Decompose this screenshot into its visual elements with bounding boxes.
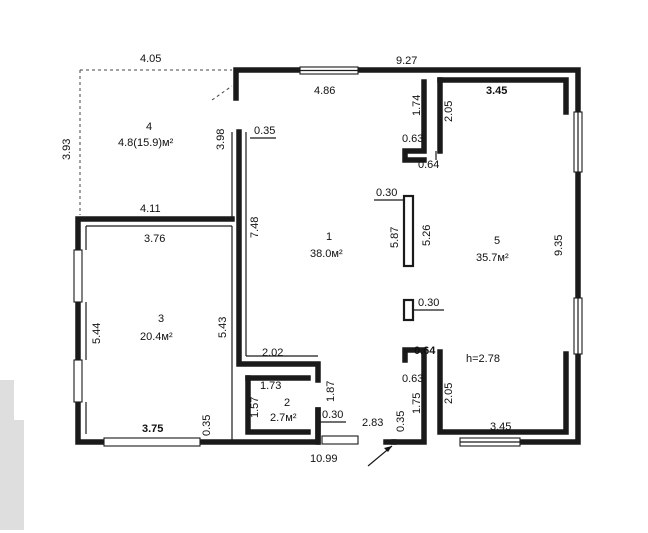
dimension-labels: 4.05 9.27 4.86 3.93 3.98 0.35 4.11 3.76 … xyxy=(61,53,565,465)
dim-064-b: 0.64 xyxy=(414,345,436,357)
room-5-number: 5 xyxy=(494,235,500,247)
dim-411: 4.11 xyxy=(140,203,161,215)
dim-935: 9.35 xyxy=(553,235,565,256)
pillar-center xyxy=(402,194,415,268)
dim-544: 5.44 xyxy=(91,323,103,344)
dim-543: 5.43 xyxy=(217,317,229,338)
room-labels: 1 38.0м² 2 2.7м² 3 20.4м² 4 4.8(15.9)м² … xyxy=(118,121,509,424)
room-4-number: 4 xyxy=(146,121,152,133)
dim-157: 1.57 xyxy=(249,397,261,418)
dim-587: 5.87 xyxy=(389,227,401,248)
dim-1099: 10.99 xyxy=(310,453,338,465)
dim-063-b: 0.63 xyxy=(402,373,423,385)
walls xyxy=(75,67,581,445)
dim-345-b: 3.45 xyxy=(490,421,511,433)
dim-283: 2.83 xyxy=(362,417,383,429)
room-3-area: 20.4м² xyxy=(140,331,173,343)
dim-030-p2: 0.30 xyxy=(418,297,439,309)
pillar-small xyxy=(402,298,415,322)
dim-diag: 3.98 xyxy=(215,129,227,150)
dim-345-t: 3.45 xyxy=(486,85,507,97)
dim-187: 1.87 xyxy=(325,381,337,402)
dim-top-window: 4.86 xyxy=(314,85,335,97)
dim-030-p1: 0.30 xyxy=(376,187,397,199)
scan-noise xyxy=(0,380,24,530)
dim-035-bl: 0.35 xyxy=(201,415,213,436)
dim-030-b: 0.30 xyxy=(322,409,343,421)
room-1-number: 1 xyxy=(326,231,332,243)
dim-173: 1.73 xyxy=(260,380,281,392)
dim-063-t: 0.63 xyxy=(402,133,423,145)
dim-top-right: 9.27 xyxy=(396,55,417,67)
dim-035-top: 0.35 xyxy=(254,125,275,137)
dim-526: 5.26 xyxy=(421,225,433,246)
dim-064-t: 0.64 xyxy=(418,159,439,171)
room-3-number: 3 xyxy=(158,313,164,325)
dim-748: 7.48 xyxy=(249,217,261,238)
room-5-area: 35.7м² xyxy=(476,252,509,264)
room-2-number: 2 xyxy=(284,397,290,409)
room-2-area: 2.7м² xyxy=(270,412,297,424)
window-left-upper xyxy=(73,249,83,303)
dim-175: 1.75 xyxy=(411,393,423,414)
dim-376: 3.76 xyxy=(144,233,165,245)
wall-inner-lines xyxy=(85,132,437,442)
dim-205-t: 2.05 xyxy=(443,101,455,122)
window-left-lower xyxy=(73,359,83,403)
terrace-outline xyxy=(79,69,233,215)
room-4-area: 4.8(15.9)м² xyxy=(118,137,174,149)
dim-174: 1.74 xyxy=(411,95,423,116)
windows xyxy=(73,66,583,447)
dim-202: 2.02 xyxy=(262,347,283,359)
entrance-arrow xyxy=(367,445,393,467)
window-bottom-left xyxy=(103,437,201,447)
ceiling-height: h=2.78 xyxy=(466,353,500,365)
dim-left-outer: 3.93 xyxy=(61,139,73,160)
door-threshold xyxy=(321,435,359,445)
dim-035-br: 0.35 xyxy=(395,411,407,432)
room-1-area: 38.0м² xyxy=(310,248,343,260)
dim-205-b: 2.05 xyxy=(443,383,455,404)
pillars xyxy=(402,194,415,322)
dim-375: 3.75 xyxy=(142,423,163,435)
dim-top-left: 4.05 xyxy=(140,53,161,65)
